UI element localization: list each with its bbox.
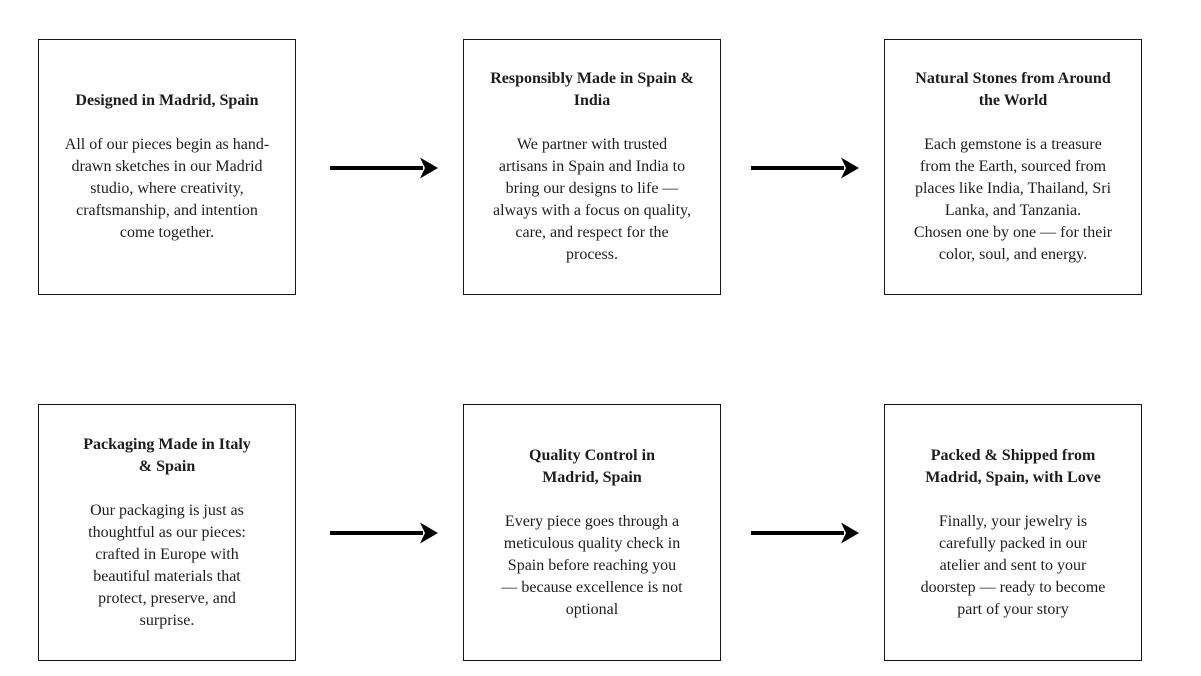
step-title: Responsibly Made in Spain & India — [490, 70, 694, 109]
step-card-packaging: Packaging Made in Italy & Spain Our pack… — [38, 404, 296, 661]
step-description: Each gemstone is a treasure from the Ear… — [913, 136, 1113, 263]
step-description: Our packaging is just as thoughtful as o… — [88, 501, 246, 629]
step-title: Natural Stones from Around the World — [915, 70, 1111, 109]
step-title: Quality Control in Madrid, Spain — [529, 446, 655, 486]
arrow-right-icon — [749, 155, 861, 181]
step-description: All of our pieces begin as hand- drawn s… — [64, 136, 270, 241]
step-description: Finally, your jewelry is carefully packe… — [920, 512, 1106, 618]
arrow-right-icon — [749, 520, 861, 546]
step-title: Designed in Madrid, Spain — [75, 92, 259, 109]
step-title: Packed & Shipped from Madrid, Spain, wit… — [925, 446, 1101, 486]
arrow-right-icon — [328, 520, 440, 546]
step-card-natural-stones: Natural Stones from Around the World Eac… — [884, 39, 1142, 295]
step-title: Packaging Made in Italy & Spain — [83, 435, 251, 475]
step-card-designed-in-madrid: Designed in Madrid, Spain All of our pie… — [38, 39, 296, 295]
step-description: Every piece goes through a meticulous qu… — [501, 512, 683, 618]
step-description: We partner with trusted artisans in Spai… — [492, 136, 692, 263]
step-card-quality-control: Quality Control in Madrid, Spain Every p… — [463, 404, 721, 661]
step-card-responsibly-made: Responsibly Made in Spain & India We par… — [463, 39, 721, 295]
arrow-right-icon — [328, 155, 440, 181]
step-card-packed-shipped: Packed & Shipped from Madrid, Spain, wit… — [884, 404, 1142, 661]
